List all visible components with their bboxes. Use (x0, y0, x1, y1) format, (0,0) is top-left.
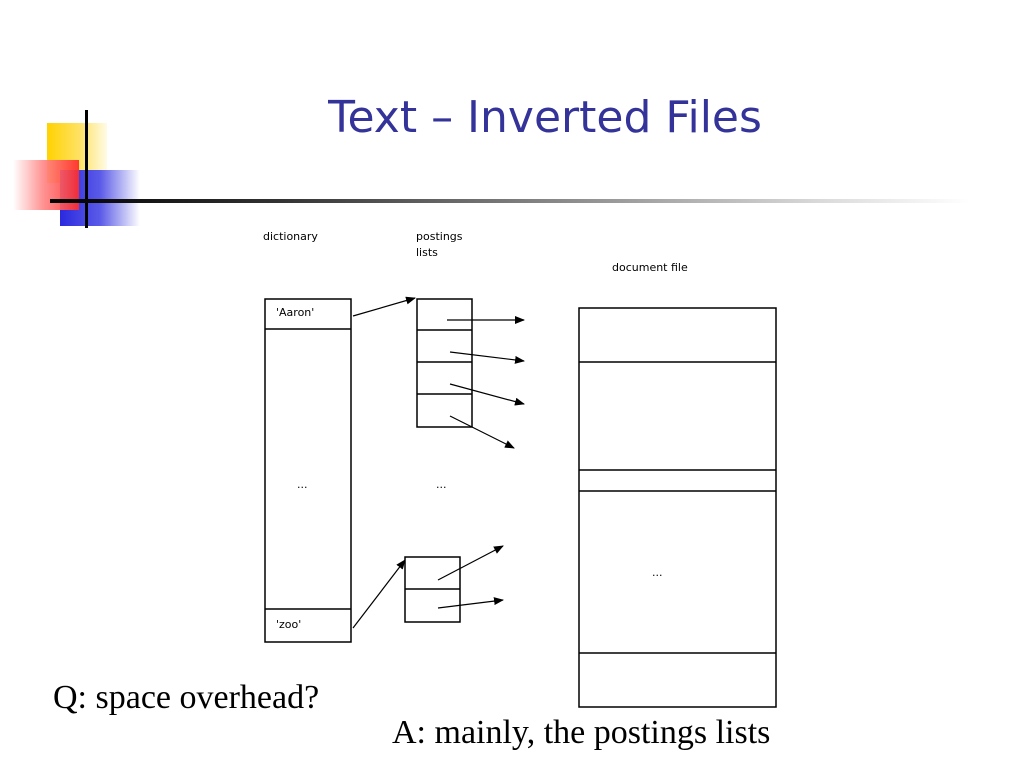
document-file-label: document file (612, 261, 688, 274)
answer-text: A: mainly, the postings lists (392, 714, 771, 751)
arrow-posting-3 (449, 383, 525, 406)
document-file-ellipsis: ... (652, 566, 663, 579)
postings-ellipsis: ... (436, 478, 447, 491)
slide-title: Text – Inverted Files (328, 92, 762, 143)
dictionary-ellipsis: ... (297, 478, 308, 491)
question-text: Q: space overhead? (53, 679, 320, 716)
postings-label-line1: postings (416, 230, 463, 243)
dictionary-entry-zoo: 'zoo' (276, 618, 301, 631)
decor-vertical-line (85, 110, 88, 228)
arrow-zoo-to-postings (352, 559, 406, 629)
postings-label-line2: lists (416, 246, 438, 259)
postings-list-zoo (404, 556, 461, 623)
arrow-posting-4 (449, 415, 515, 449)
dictionary-entry-aaron: 'Aaron' (276, 306, 314, 319)
dictionary-label: dictionary (263, 230, 318, 243)
arrow-posting-2 (449, 351, 525, 364)
arrow-posting-zoo-1 (437, 545, 504, 581)
arrow-posting-zoo-2 (437, 597, 504, 609)
arrow-aaron-to-postings (352, 296, 416, 317)
dictionary-box (264, 298, 352, 643)
title-underline (50, 199, 970, 203)
postings-list-aaron (416, 298, 473, 428)
document-file-box (578, 307, 777, 708)
